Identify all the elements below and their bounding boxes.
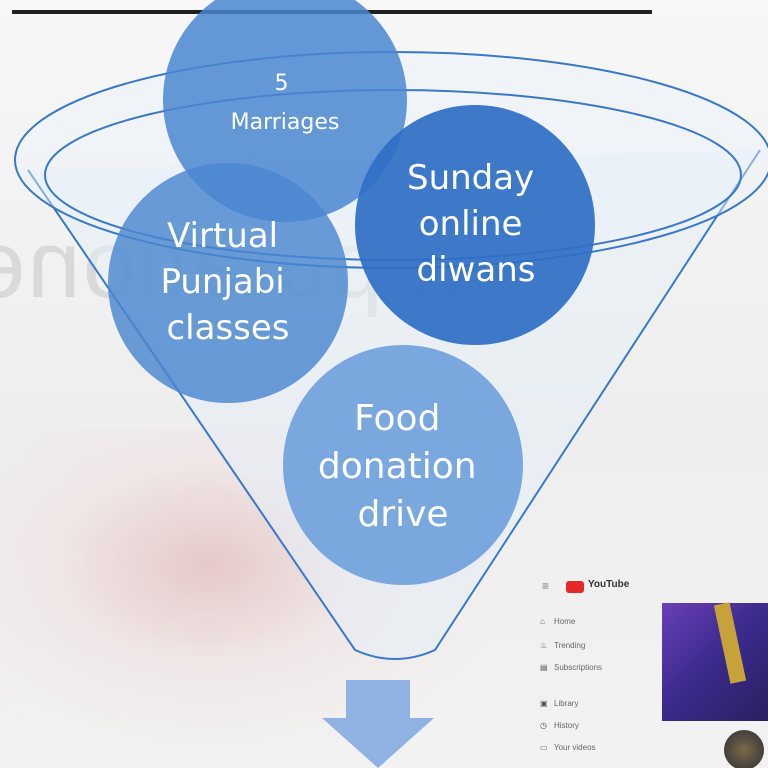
food-label: Food donation drive bbox=[318, 398, 488, 535]
food-line-3: drive bbox=[357, 494, 448, 535]
food-line-1: Food bbox=[354, 398, 440, 439]
yt-item-home: ⌂ Home bbox=[540, 617, 575, 626]
sunday-line-3: diwans bbox=[417, 250, 536, 290]
yt-item-library: ▣ Library bbox=[540, 699, 578, 708]
circle-food bbox=[283, 345, 523, 585]
yt-item-label: History bbox=[554, 721, 579, 730]
menu-icon: ≡ bbox=[542, 579, 550, 593]
history-icon: ◷ bbox=[540, 721, 547, 730]
home-icon: ⌂ bbox=[540, 617, 545, 626]
yt-item-trending: ♨ Trending bbox=[540, 641, 585, 650]
youtube-screenshot-panel: ≡ YouTube ⌂ Home ♨ Trending ▤ Subscriptions… bbox=[528, 575, 768, 768]
sunday-line-2: online bbox=[419, 204, 523, 244]
marriages-line-2: Marriages bbox=[231, 110, 340, 135]
yt-item-label: Trending bbox=[554, 641, 586, 650]
punjabi-line-2: Punjabi bbox=[160, 262, 284, 302]
marriages-line-1: 5 bbox=[275, 71, 289, 96]
your-videos-icon: ▭ bbox=[540, 743, 548, 752]
sunday-label: Sunday online diwans bbox=[407, 158, 545, 290]
youtube-logo-icon bbox=[566, 581, 584, 593]
yt-item-label: Your videos bbox=[554, 743, 596, 752]
yt-item-subscriptions: ▤ Subscriptions bbox=[540, 663, 602, 672]
yt-item-label: Home bbox=[554, 617, 576, 626]
library-icon: ▣ bbox=[540, 699, 548, 708]
thumbnail-detail bbox=[713, 602, 747, 684]
circle-punjabi bbox=[108, 163, 348, 403]
yt-item-label: Subscriptions bbox=[554, 663, 603, 672]
punjabi-label: Virtual Punjabi classes bbox=[160, 216, 295, 348]
down-arrow-icon bbox=[322, 680, 434, 768]
punjabi-line-1: Virtual bbox=[167, 216, 278, 256]
trending-icon: ♨ bbox=[540, 641, 548, 650]
punjabi-line-3: classes bbox=[166, 308, 289, 348]
youtube-logo-text: YouTube bbox=[588, 579, 630, 590]
subscriptions-icon: ▤ bbox=[540, 663, 548, 672]
yt-item-history: ◷ History bbox=[540, 721, 579, 730]
yt-item-your-videos: ▭ Your videos bbox=[540, 743, 596, 752]
sunday-line-1: Sunday bbox=[407, 158, 534, 198]
video-thumbnail bbox=[662, 602, 768, 721]
circle-sunday bbox=[355, 105, 595, 345]
avatar bbox=[724, 730, 764, 768]
marriages-label: 5 Marriages bbox=[231, 71, 340, 135]
yt-item-label: Library bbox=[554, 699, 579, 708]
food-line-2: donation bbox=[318, 446, 477, 487]
